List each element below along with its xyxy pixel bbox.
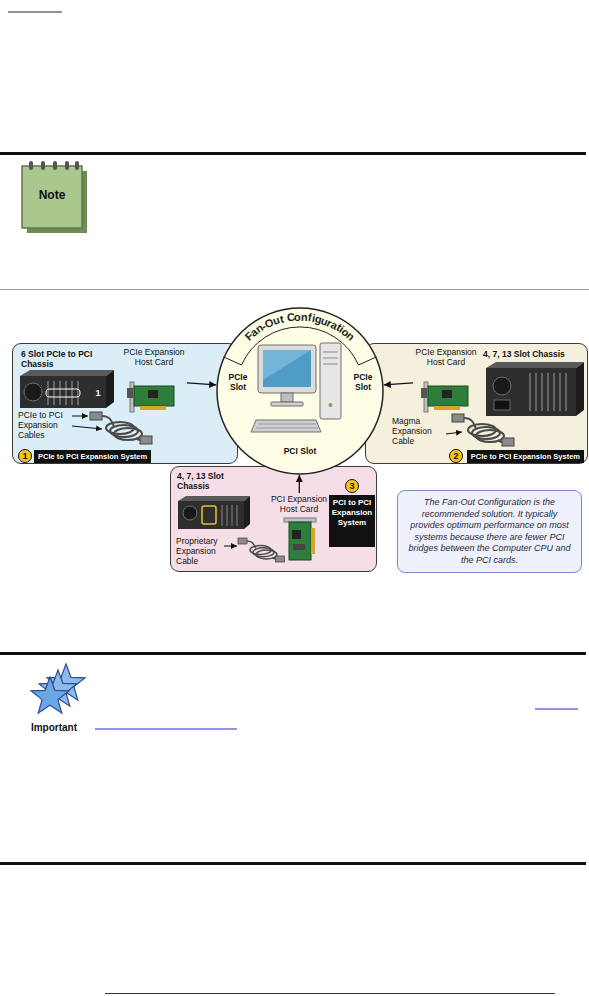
system-badge: PCI to PCI Expansion System [329, 495, 375, 547]
icon-label: Important [12, 722, 96, 734]
callout-number: 1 [92, 387, 104, 399]
slot-label: PCIe Slot [346, 372, 380, 392]
slot-label: PCI Slot [260, 446, 340, 456]
cable-label: Proprietary Expansion Cable [176, 536, 236, 566]
important-icon [47, 664, 85, 700]
badge-text: PCIe to PCI Expansion System [38, 452, 147, 461]
page-rule [0, 289, 589, 290]
note-icon [75, 161, 79, 170]
note-icon [29, 161, 33, 170]
callout-number: 1 [91, 386, 105, 400]
system-badge: PCIe to PCI Expansion System [34, 450, 151, 463]
callout-number: 2 [450, 450, 462, 462]
chassis-panel: 6 Slot PCIe to PCI Chassis 1 PCIe Expansio… [12, 343, 238, 464]
system-badge: PCIe to PCI Expansion System [467, 450, 584, 463]
callout-number: 1 [18, 449, 32, 463]
panel-title: 6 Slot PCIe to PCI Chassis [21, 349, 117, 369]
page-rule [0, 12, 589, 994]
part-label: PCI Expansion Host Card [269, 494, 329, 514]
chassis-panel: 4, 7, 13 Slot ChassisPCI Expansion Host … [170, 466, 377, 572]
circle-outline [217, 308, 383, 474]
note-text: The Fan-Out Configuration is the recomme… [405, 497, 574, 566]
badge-text: PCI to PCI Expansion System [331, 498, 373, 528]
important-icon [31, 664, 85, 713]
note-icon [22, 166, 82, 228]
note-icon [22, 161, 87, 233]
page-rule [0, 862, 586, 865]
note-icon [41, 161, 45, 170]
page-rule [8, 12, 62, 13]
callout-number: 3 [345, 479, 359, 493]
host-card: PCIe Expansion Host Card [413, 346, 479, 415]
note-box: The Fan-Out Configuration is the recomme… [397, 490, 582, 573]
important-icon [31, 677, 69, 713]
hyperlink-underline [95, 709, 578, 729]
hyperlink-underline [535, 709, 578, 710]
hyperlink-underline [95, 729, 237, 730]
callout-number: 3 [346, 480, 358, 492]
part-label: PCIe Expansion Host Card [121, 347, 187, 367]
note-icon [65, 161, 69, 170]
fan-out-circle: Fan-Out ConfigurationPCIe SlotPCIe SlotP… [216, 307, 384, 475]
callout-number: 2 [449, 449, 463, 463]
page-rule [0, 152, 586, 155]
cable-label: Magma Expansion Cable [392, 416, 444, 446]
host-card: PCI Expansion Host Card [269, 493, 329, 567]
badge-text: PCIe to PCI Expansion System [471, 452, 580, 461]
host-card: PCIe Expansion Host Card [121, 346, 187, 415]
part-label: PCIe Expansion Host Card [413, 347, 479, 367]
important-icon [39, 670, 77, 706]
page-rule [0, 652, 586, 655]
cable-label: PCIe to PCI Expansion Cables [18, 410, 82, 440]
page-rule [105, 993, 555, 994]
panel-title: 4, 7, 13 Slot Chassis [177, 471, 255, 491]
callout-number: 1 [19, 450, 31, 462]
note-icon [53, 161, 57, 170]
icon-label: Note [22, 188, 82, 202]
slot-label: PCIe Slot [221, 372, 255, 392]
panel-title: 4, 7, 13 Slot Chassis [483, 349, 583, 359]
